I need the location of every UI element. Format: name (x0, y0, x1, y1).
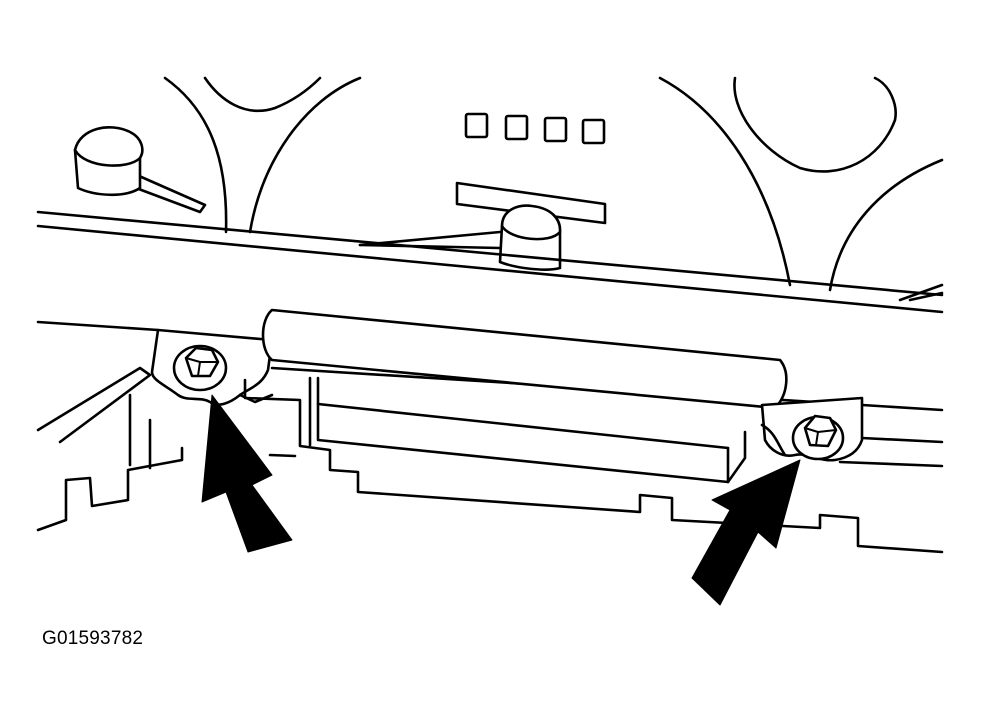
lower-housing-profile (243, 378, 944, 554)
warning-lamp-4 (581, 118, 606, 145)
lower-housing-edge (243, 378, 944, 554)
gauge-arcs (163, 76, 944, 302)
reset-knob-top (500, 224, 562, 241)
right-bolt-arrow (691, 459, 801, 606)
right-gauge-window (733, 76, 897, 173)
connector-slot-top (316, 402, 730, 450)
warning-lamp-2 (504, 114, 529, 141)
housing-top-edge (36, 320, 160, 332)
housing-line-right-2 (838, 460, 944, 468)
lower-housing-edge-2 (268, 453, 297, 458)
trip-knob-stem (126, 170, 207, 214)
warning-lamp-1 (464, 112, 489, 139)
left-mounting-bolt (172, 344, 228, 392)
odometer-display-bar (455, 181, 607, 225)
callout-arrows (201, 394, 801, 606)
right-bracket-lip (760, 423, 787, 457)
figure-id-label: G01593782 (42, 628, 144, 649)
left-bolt-arrow (201, 394, 293, 553)
warning-lamp-squares (464, 112, 606, 145)
center-connector (261, 308, 788, 484)
right-gauge-arc (658, 76, 792, 287)
warning-lamp-3 (543, 116, 568, 143)
left-bolt-head-facet-2 (197, 361, 201, 377)
center-knob-assembly (358, 181, 607, 271)
left-housing-outline (36, 366, 152, 444)
housing-line-right (860, 436, 944, 444)
bezel-top-edge (36, 210, 944, 297)
left-gauge-inner-arc (248, 76, 362, 234)
connector-cylinder (261, 308, 788, 410)
trip-knob-assembly (73, 126, 207, 214)
right-gauge-inner-arc (828, 158, 944, 292)
trip-knob-body (73, 126, 144, 197)
left-gauge-arc (163, 76, 228, 234)
right-bolt-head-facet-2 (815, 431, 819, 446)
right-mounting-bolt (791, 414, 845, 461)
left-housing (36, 366, 184, 532)
trip-knob-top (73, 148, 142, 167)
bezel-lower-edge (36, 224, 944, 314)
left-gauge-pointer-window (203, 76, 322, 113)
left-housing-lower (36, 446, 184, 532)
needle-right (358, 243, 502, 250)
